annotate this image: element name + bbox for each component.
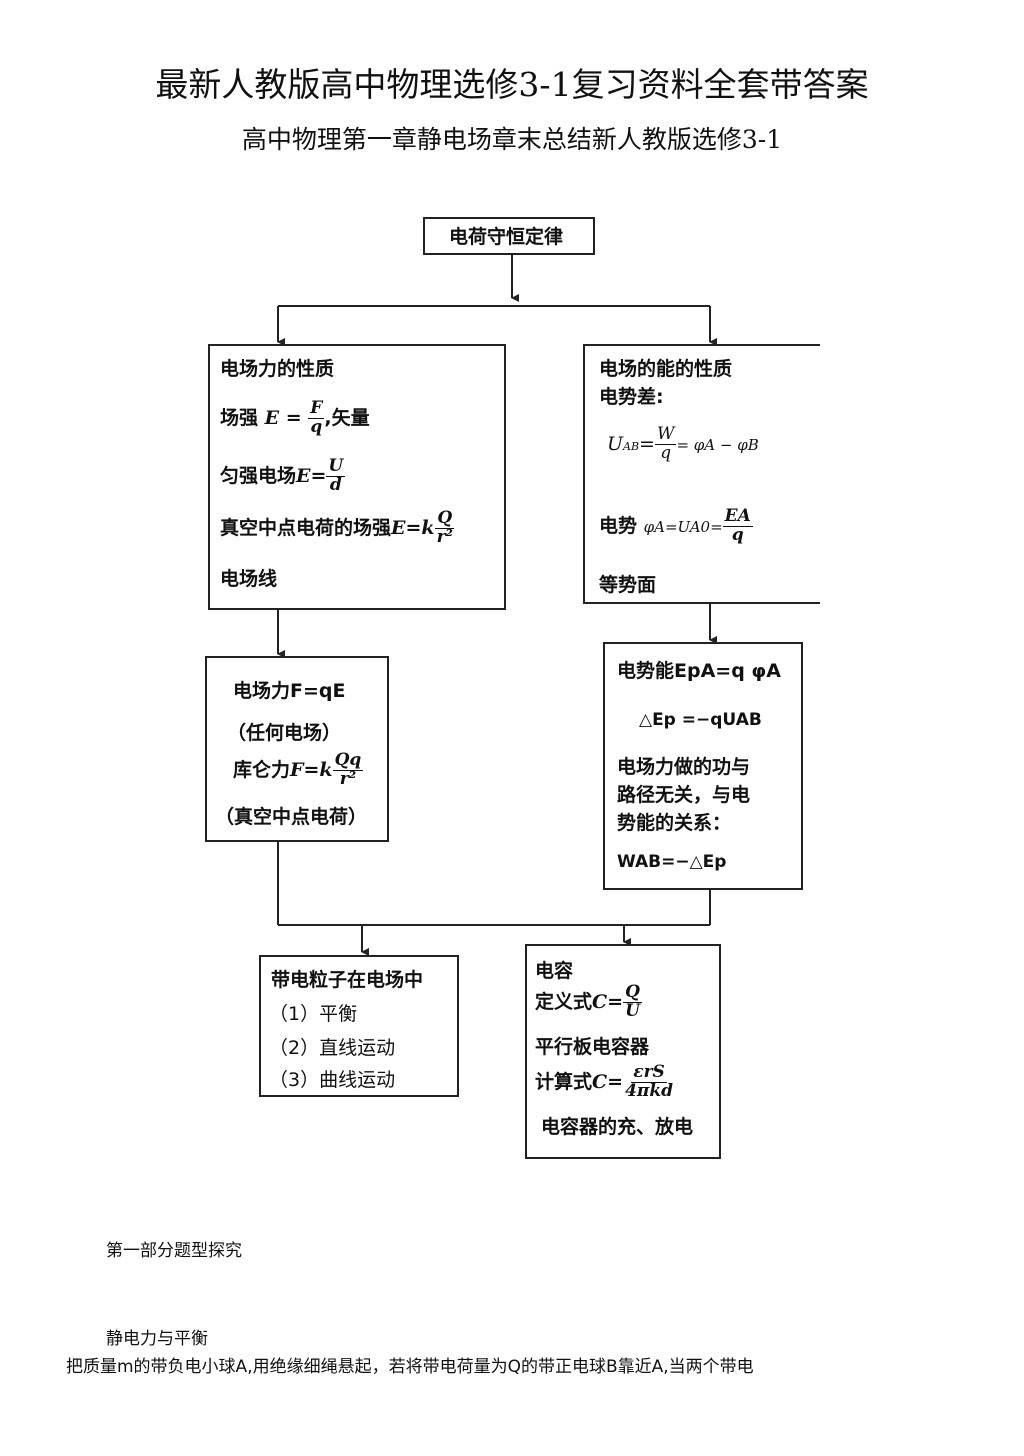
vacuum-point-charge-note: （真空中点电荷）	[215, 806, 368, 828]
parallel-plate-label: 平行板电容器	[535, 1036, 650, 1058]
equipotential-label: 等势面	[599, 574, 657, 596]
conservation-label: 电荷守恒定律	[449, 226, 564, 248]
potential-energy-formula: 电势能EpA=q φA	[617, 660, 781, 682]
work-path-text-1: 电场力做的功与	[617, 756, 751, 778]
charge-discharge-label: 电容器的充、放电	[541, 1116, 694, 1138]
field-lines-label: 电场线	[220, 568, 278, 590]
field-force-heading: 电场力的性质	[220, 358, 335, 380]
work-path-text-3: 势能的关系：	[617, 812, 732, 834]
conservation-box: 电荷守恒定律	[423, 217, 595, 255]
particle-heading: 带电粒子在电场中	[271, 969, 424, 991]
particle-item-2: （2）直线运动	[269, 1037, 396, 1059]
capacitor-heading: 电容	[535, 960, 574, 982]
particle-box: 带电粒子在电场中 （1）平衡 （2）直线运动 （3）曲线运动	[259, 955, 459, 1097]
work-energy-formula: WAB=−△Ep	[617, 852, 727, 872]
page-subtitle: 高中物理第一章静电场章末总结新人教版选修3-1	[241, 125, 783, 154]
particle-item-3: （3）曲线运动	[269, 1069, 396, 1091]
electric-force-formula: 电场力F=qE	[233, 680, 346, 702]
field-energy-heading: 电场的能的性质	[599, 358, 733, 380]
delta-energy-formula: △Ep =−qUAB	[639, 710, 762, 730]
body-paragraph: 把质量m的带负电小球A,用绝缘细绳悬起，若将带电荷量为Q的带正电球B靠近A,当两…	[66, 1357, 754, 1377]
page-title: 最新人教版高中物理选修3-1复习资料全套带答案	[155, 65, 869, 104]
topic-heading: 静电力与平衡	[106, 1329, 208, 1349]
any-field-note: （任何电场）	[227, 722, 342, 744]
work-path-text-2: 路径无关，与电	[617, 784, 751, 806]
potential-difference-label: 电势差:	[599, 386, 664, 408]
particle-item-1: （1）平衡	[269, 1003, 358, 1025]
section-heading: 第一部分题型探究	[106, 1241, 242, 1261]
energy-box: 电势能EpA=q φA △Ep =−qUAB 电场力做的功与 路径无关，与电 势…	[603, 642, 803, 890]
